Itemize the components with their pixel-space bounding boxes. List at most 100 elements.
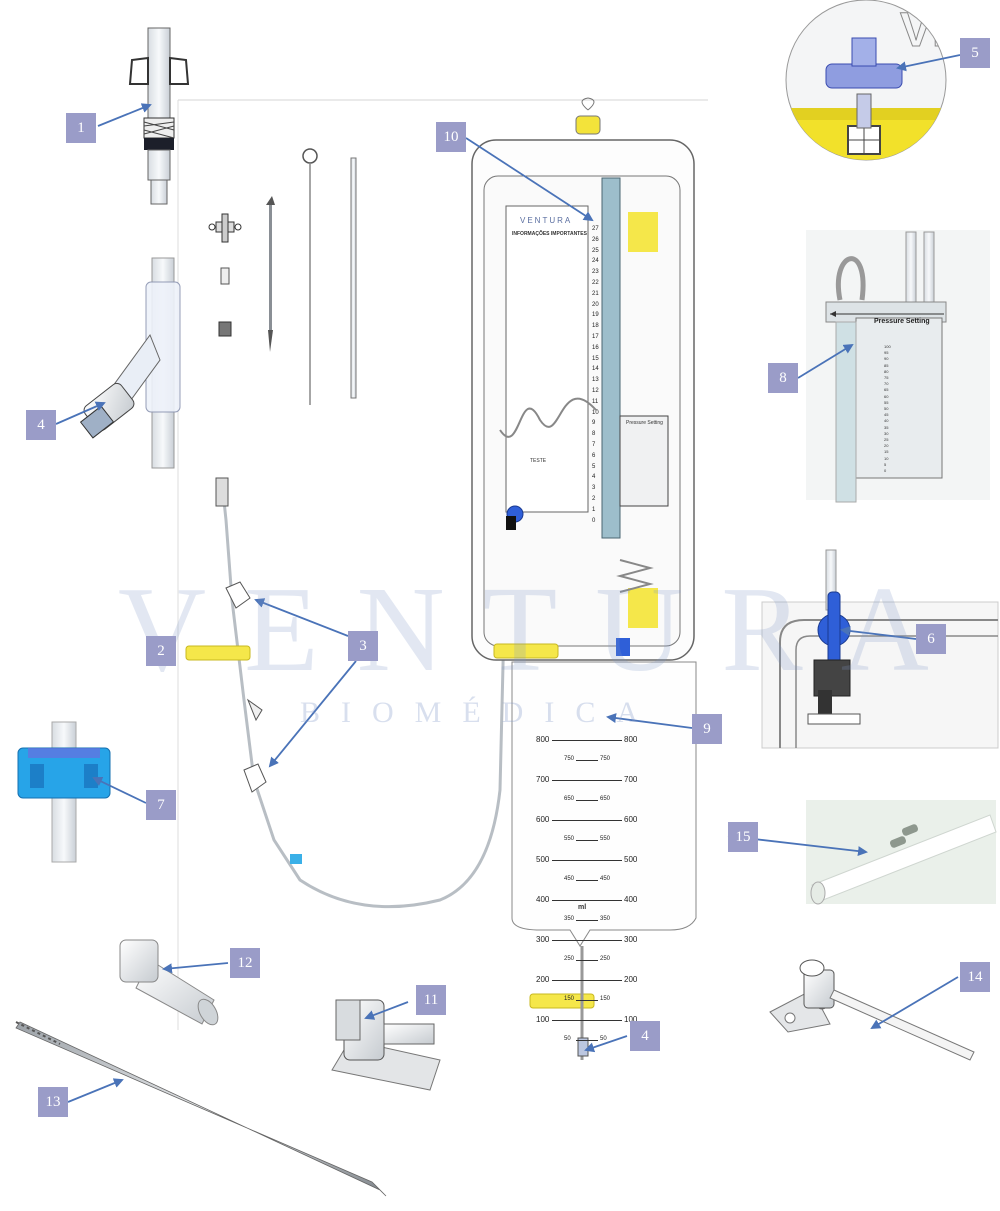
scale-minor-tick (576, 800, 598, 801)
detail-filter-circle: VE (785, 0, 964, 161)
ruler-label: 22 (592, 280, 599, 286)
ruler-label: 6 (592, 452, 596, 459)
scale-right-label: 300 (624, 935, 638, 944)
ruler-label: 21 (592, 290, 599, 297)
tube-cap (119, 939, 219, 1026)
ruler-label: 19 (592, 312, 599, 319)
scale-major-tick (552, 820, 622, 821)
detail8-scale-label: 0 (884, 468, 887, 473)
scale-left-label: 200 (536, 975, 550, 984)
scale-mid-label-right: 650 (600, 796, 611, 802)
scale-mid-label: 550 (564, 836, 575, 842)
scale-mid-label: 350 (564, 916, 575, 922)
ruler-label: 5 (592, 463, 596, 470)
detail8-scale-label: 50 (884, 406, 889, 411)
scale-right-label: 700 (624, 775, 638, 784)
bag-pressure-label: Pressure Setting (626, 420, 663, 426)
needles (266, 148, 357, 405)
scale-left-label: 400 (536, 895, 550, 904)
ruler-label: 20 (592, 301, 599, 308)
callout-10: 10 (436, 122, 466, 152)
detail8-scale-label: 75 (884, 375, 889, 380)
ruler-label: 10 (592, 409, 599, 416)
bag-brand: VENTURA (520, 216, 573, 225)
ruler-label: 0 (592, 517, 596, 524)
catheter-with-hub (769, 959, 975, 1061)
callout-15: 15 (728, 822, 758, 852)
ruler-label: 9 (592, 420, 596, 427)
detail-blue-clamp (17, 721, 111, 863)
detail-catheter-holes (806, 800, 997, 905)
scale-left-label: 500 (536, 855, 550, 864)
callout-8: 8 (768, 363, 798, 393)
scale-minor-tick (576, 840, 598, 841)
scale-right-label: 400 (624, 895, 638, 904)
callout-2: 2 (146, 636, 176, 666)
scale-major-tick (552, 900, 622, 901)
svg-text:VE: VE (900, 4, 964, 57)
scale-major-tick (552, 780, 622, 781)
scale-right-label: 200 (624, 975, 638, 984)
scale-right-label: 500 (624, 855, 638, 864)
scale-mid-label-right: 450 (600, 876, 611, 882)
ruler-label: 23 (592, 269, 599, 276)
ruler-label: 8 (592, 431, 596, 438)
scale-minor-tick (576, 960, 598, 961)
callout-4-left: 4 (26, 410, 56, 440)
ruler-label: 11 (592, 398, 599, 405)
scale-mid-label-right: 50 (600, 1036, 607, 1042)
scale-left-label: 600 (536, 815, 550, 824)
bag-info-title: INFORMAÇÕES IMPORTANTES (512, 231, 587, 237)
detail8-scale-label: 30 (884, 430, 889, 436)
frame-lines (177, 99, 708, 1030)
detail-pressure-chamber (806, 230, 990, 503)
ruler-label: 26 (592, 236, 599, 243)
callout-12: 12 (230, 948, 260, 978)
long-needle (15, 1021, 387, 1197)
ruler-label: 24 (592, 258, 599, 265)
scale-minor-tick (576, 1040, 598, 1041)
detail8-scale-label: 55 (884, 399, 889, 405)
ruler-label: 12 (592, 388, 599, 394)
bag-unit: ml (578, 904, 587, 911)
callout-9: 9 (692, 714, 722, 744)
ruler-label: 2 (592, 496, 596, 502)
scale-mid-label: 450 (564, 876, 575, 882)
ruler-label: 7 (592, 442, 596, 448)
catheter-line (185, 477, 508, 909)
scale-mid-label: 650 (564, 796, 575, 802)
detail8-scale-label: 100 (884, 344, 891, 349)
ruler-label: 3 (592, 485, 596, 492)
scale-mid-label-right: 350 (600, 916, 611, 922)
detail8-scale-label: 35 (884, 424, 889, 430)
scale-left-label: 700 (536, 775, 550, 784)
detail8-scale-label: 15 (884, 449, 889, 455)
detail8-label: Pressure Setting (874, 318, 930, 325)
ruler-label: 16 (592, 344, 599, 351)
scale-major-tick (552, 940, 622, 941)
callout-14: 14 (960, 962, 990, 992)
scale-mid-label-right: 750 (600, 756, 611, 762)
ruler-label: 17 (592, 334, 599, 340)
scale-left-label: 300 (536, 935, 550, 944)
scale-minor-tick (576, 760, 598, 761)
ruler-label: 18 (592, 323, 599, 330)
watermark-brand: VENTURA (118, 562, 967, 697)
detail8-scale-label: 65 (884, 387, 889, 393)
syringe-connector (128, 27, 190, 205)
scale-mid-label: 50 (564, 1036, 571, 1042)
watermark-sub: BIOMÉDICA (300, 696, 659, 729)
detail8-scale-label: 40 (884, 418, 889, 424)
scale-right-label: 800 (624, 735, 638, 744)
scale-mid-label: 150 (564, 996, 575, 1002)
detail8-scale-label: 10 (884, 455, 889, 461)
ruler-label: 27 (592, 226, 599, 232)
ruler-label: 13 (592, 377, 599, 384)
callout-6: 6 (916, 624, 946, 654)
scale-major-tick (552, 980, 622, 981)
scale-mid-label-right: 150 (600, 996, 611, 1002)
callout-7: 7 (146, 790, 176, 820)
scale-minor-tick (576, 1000, 598, 1001)
callout-11: 11 (416, 985, 446, 1015)
detail8-scale-label: 80 (884, 368, 889, 374)
